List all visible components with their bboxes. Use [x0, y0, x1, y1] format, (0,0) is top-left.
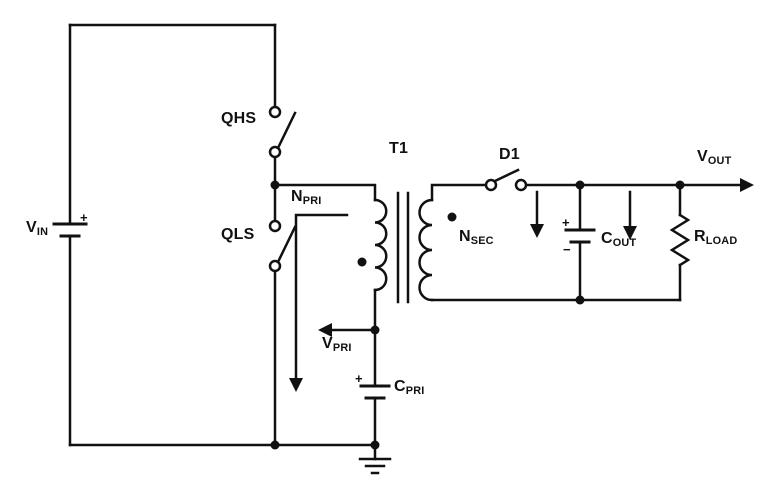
qls-blade [276, 225, 297, 264]
qls-label: QLS [221, 226, 255, 243]
primary-phase-dot [357, 257, 367, 267]
cpri-label: CPRI [394, 378, 425, 398]
secondary-top-wire [430, 183, 488, 202]
cpri-capacitor [359, 384, 391, 400]
current-arrow-d1 [530, 190, 544, 238]
transformer-t1 [357, 191, 457, 304]
secondary-winding [418, 198, 434, 302]
npri-arrow [289, 213, 349, 392]
d1-right-contact [514, 178, 528, 192]
junction-dot [370, 325, 380, 335]
cout-capacitor [564, 228, 596, 244]
junction-dot [270, 180, 280, 190]
npri-arrowhead [289, 378, 303, 392]
vin-battery [52, 222, 88, 238]
vout-arrow [740, 178, 754, 192]
current-arrow-d1-head [530, 224, 544, 238]
primary-winding [373, 198, 388, 292]
d1-left-contact [484, 178, 498, 192]
junction-dot [575, 295, 585, 305]
nsec-label: NSEC [459, 228, 494, 248]
rload-label: RLOAD [694, 228, 738, 248]
vin-label: VIN [26, 219, 49, 239]
vpri-label: VPRI [322, 335, 352, 355]
npri-label: NPRI [291, 188, 322, 208]
qhs-blade [276, 111, 297, 150]
cout-label: COUT [601, 230, 637, 250]
qhs-top-contact [268, 105, 282, 119]
junction-dot [575, 180, 585, 190]
t1-label: T1 [389, 140, 409, 157]
cpri-plus-mark: + [355, 371, 363, 386]
vout-arrowhead [740, 178, 754, 192]
vin-plus-mark: + [80, 210, 88, 225]
junction-dot [370, 440, 380, 450]
junction-dot [675, 180, 685, 190]
secondary-phase-dot [447, 212, 457, 222]
qls-top-contact [268, 219, 282, 233]
qhs-label: QHS [221, 110, 257, 127]
cout-minus-mark: − [563, 242, 571, 257]
vpri-arrowhead [318, 323, 332, 337]
d1-blade [493, 168, 520, 183]
qls-switch [268, 219, 297, 273]
qhs-bottom-contact [268, 145, 282, 159]
cout-plus-mark: + [562, 215, 570, 230]
vpri-arrow [318, 323, 377, 337]
junction-dots [270, 180, 685, 450]
vout-label: VOUT [697, 148, 732, 168]
junction-dot [270, 440, 280, 450]
d1-label: D1 [499, 146, 520, 163]
qhs-switch [268, 105, 297, 159]
qls-bottom-contact [268, 259, 282, 273]
rload-resistor [669, 213, 691, 267]
transformer-core [396, 191, 410, 304]
d1-rectifier [484, 168, 528, 192]
primary-top-wire [273, 183, 377, 202]
current-arrow-cout-head [623, 226, 637, 240]
current-arrow-cout [623, 190, 637, 240]
